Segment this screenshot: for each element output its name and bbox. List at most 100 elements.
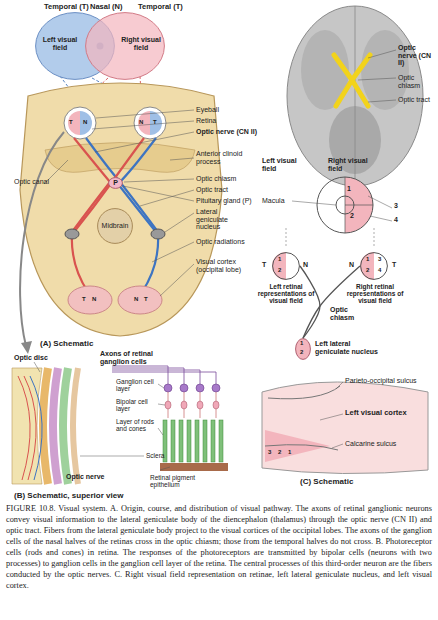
callout-letter: N [92, 296, 96, 303]
optic-pathway [303, 266, 360, 338]
retina-layer [63, 368, 68, 484]
rod [171, 420, 175, 462]
sclera [12, 368, 42, 484]
optic-radiation [142, 232, 158, 292]
ganglion-cell [164, 384, 172, 392]
cortex-section [262, 382, 428, 474]
part-label: (C) Schematic [300, 478, 353, 487]
pigment-epithelium [160, 463, 228, 471]
part-label: Axons of retinal ganglion cells [100, 350, 162, 365]
node-outline [272, 252, 300, 280]
part-label: Optic disc [14, 354, 48, 362]
occipital-lobe [68, 286, 112, 314]
part-label: Optic tract [398, 96, 436, 104]
nerve-fiber [18, 376, 36, 480]
part-label: Temporal (T) [138, 3, 183, 11]
field-half [345, 177, 373, 233]
photoreceptors [163, 420, 223, 462]
node-ellipse [86, 13, 165, 80]
callout-letter: 1 [278, 256, 281, 263]
leader-line [160, 467, 170, 470]
part-label: Left visual field [262, 157, 302, 172]
callout-letter: T [82, 296, 86, 303]
bipolar-cells [165, 401, 219, 409]
lgn-symbol [65, 229, 79, 239]
leader-line [96, 110, 194, 118]
callout-letter: 1 [300, 340, 303, 347]
optic-radiation [72, 232, 88, 292]
calcarine-sulcus [265, 445, 338, 450]
leader-line [165, 213, 194, 232]
rod [195, 420, 199, 462]
part-label: Eyeball [196, 106, 219, 114]
leader-line [158, 384, 164, 388]
leader-lines [358, 50, 396, 102]
part-label: Optic nerve (CN II) [196, 128, 257, 136]
node-label: Left retinal representations of visual f… [252, 283, 320, 304]
callout-letter: 1 [288, 449, 291, 456]
leader-line [292, 196, 392, 221]
leader-line [140, 190, 194, 206]
node-outline [85, 12, 165, 80]
midbrain-circle: Midbrain [97, 208, 133, 244]
ganglion-cells [164, 384, 220, 392]
bipolar-cell [181, 401, 187, 409]
part-label: Retinal pigment epithelium [150, 474, 200, 488]
node-outline [360, 252, 388, 280]
callout-letter: 2 [366, 267, 369, 274]
part-label: Retina [196, 117, 216, 125]
part-label: Macula [262, 197, 285, 205]
rod [211, 420, 215, 462]
occipital-lobe [118, 286, 162, 314]
bipolar-cell [165, 401, 171, 409]
projection-line [286, 228, 374, 248]
node-label: Left visual field [41, 36, 79, 51]
leader-line [368, 50, 396, 58]
parieto-occipital-sulcus [268, 386, 340, 399]
part-label: Visual cortex (occipital lobe) [196, 258, 252, 273]
leader-line [158, 428, 163, 435]
callout-letter: N [303, 261, 308, 269]
leader-lines [34, 362, 170, 470]
part-label: Optic radiations [196, 238, 245, 246]
part-label: (A) Schematic [40, 340, 93, 349]
part-label: Lateral geniculate nucleus [196, 208, 248, 231]
bipolar-cell [213, 401, 219, 409]
callout-letter: 2 [350, 212, 354, 220]
part-label: Right visual field [328, 157, 372, 172]
callout-letter: T [262, 261, 266, 269]
leader-line [320, 382, 343, 448]
retina-half [150, 111, 162, 135]
eyeball [64, 107, 96, 139]
part-label: Nasal (N) [90, 3, 123, 11]
chiasm-highlight [334, 55, 370, 106]
ganglion-cell [180, 384, 188, 392]
leader-line [158, 404, 165, 405]
rod [203, 420, 207, 462]
callout-letter: 1 [366, 256, 369, 263]
callout-letter: 2 [300, 349, 303, 356]
retina-layer [73, 368, 78, 484]
node-label: P [108, 179, 123, 187]
cranial-base [20, 83, 222, 336]
part-label: Optic nerve (CN II) [398, 44, 436, 67]
callout-letter: 1 [347, 185, 351, 193]
part-label: Calcarine sulcus [345, 440, 396, 448]
quadrant-line [345, 177, 373, 233]
callout-letter: N [349, 261, 354, 269]
leader-line [170, 158, 194, 160]
part-label: Layer of rods and cones [116, 418, 158, 432]
callout-letter: 3 [394, 202, 398, 210]
callout-letter: T [69, 119, 73, 126]
pituitary-gland: P [108, 177, 123, 189]
part-label: Optic tract [196, 186, 228, 194]
leader-line [368, 100, 396, 102]
retina-circle: Right retinal representations of visual … [360, 252, 388, 280]
retina-half [80, 111, 92, 135]
optic-pathway [300, 266, 320, 338]
figure-caption: FIGURE 10.8. Visual system. A. Origin, c… [6, 504, 432, 592]
part-label: Optic chiasm [398, 74, 436, 89]
retina-half [68, 111, 80, 135]
bipolar-cell [197, 401, 203, 409]
leader-line [124, 179, 194, 182]
